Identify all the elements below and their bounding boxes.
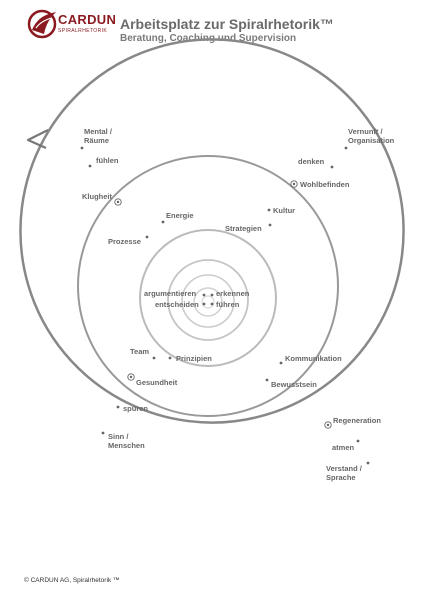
label-kultur: Kultur [273,206,296,215]
label-kommunikation: Kommunikation [285,354,342,363]
logo-text: CARDUN [58,12,117,27]
dot-fuehlen [88,164,92,168]
cardun-logo-icon [27,9,57,39]
label-erkennen: erkennen [216,289,250,298]
label-mental-raeume: Mental /Räume [84,127,112,145]
label-wohlbefinden: Wohlbefinden [300,180,350,189]
label-prinzipien: Prinzipien [176,354,212,363]
marker-wohlbefinden [290,180,298,188]
dot-kommunikation [279,361,283,365]
inner-circle-4 [193,287,223,317]
middle-circle [77,155,339,417]
dot-kultur [267,208,271,212]
label-prozesse: Prozesse [108,237,141,246]
dot-argumentieren [202,293,206,297]
label-regeneration: Regeneration [333,416,381,425]
dot-prozesse [145,235,149,239]
dot-prinzipien [168,356,172,360]
inner-circle-3 [181,274,235,328]
dot-erkennen [210,293,214,297]
dot-spueren [116,405,120,409]
marker-gesundheit [127,373,135,381]
label-verstand-sprache: Verstand /Sprache [326,464,362,482]
label-fuehlen: fühlen [96,156,119,165]
dot-sinn [101,431,105,435]
marker-klugheit [114,198,122,206]
dot-vernunft [344,146,348,150]
dot-team [152,356,156,360]
label-bewusstsein: Bewusstsein [271,380,317,389]
inner-circle-1 [139,229,277,367]
label-gesundheit: Gesundheit [136,378,178,387]
inner-circle-2 [167,259,249,341]
dot-entscheiden [202,302,206,306]
label-vernunft-organisation: Vernunft /Organisation [348,127,395,145]
page-title: Arbeitsplatz zur Spiralrhetorik™ [120,16,334,32]
dot-denken [330,165,334,169]
label-team: Team [130,347,150,356]
outer-spiral-arc [42,38,405,324]
dot-verstand [366,461,370,465]
label-argumentieren: argumentieren [144,289,197,298]
label-spueren: spüren [123,404,149,413]
logo-subtext: SPIRALRHETORIK [58,28,108,34]
dot-energie [161,220,165,224]
inner-circle-5 [201,295,215,309]
dot-atmen [356,439,360,443]
label-klugheit: Klugheit [82,192,112,201]
copyright-footer: © CARDUN AG, Spiralrhetorik ™ [24,577,120,584]
label-fuehren: führen [216,300,240,309]
spiral-arrowhead-icon [26,129,49,150]
outer-spiral-arc-close [19,138,382,424]
label-sinn-menschen: Sinn /Menschen [108,432,145,450]
dot-bewusstsein [265,378,269,382]
dot-mental [80,146,84,150]
label-strategien: Strategien [225,224,262,233]
marker-regeneration [324,421,332,429]
label-atmen: atmen [332,443,355,452]
label-denken: denken [298,157,325,166]
label-energie: Energie [166,211,194,220]
label-entscheiden: entscheiden [155,300,199,309]
dot-fuehren [210,302,214,306]
dot-strategien [268,223,272,227]
